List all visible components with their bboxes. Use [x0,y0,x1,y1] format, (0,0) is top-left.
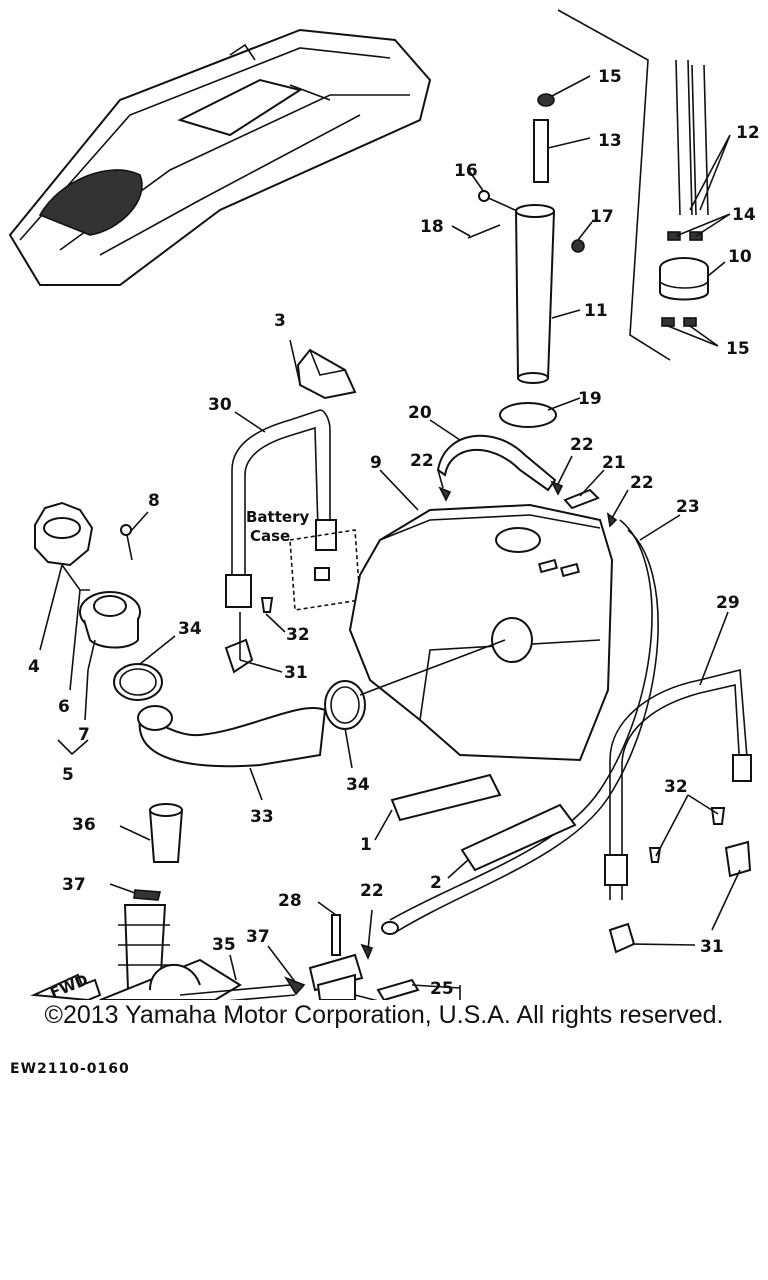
callout-31-b: 31 [700,937,724,957]
callout-16: 16 [454,161,478,181]
callout-14: 14 [732,205,756,225]
callout-22-c: 22 [630,473,654,493]
callout-18: 18 [420,217,444,237]
callout-37-a: 37 [62,875,86,895]
callout-34-a: 34 [178,619,202,639]
leader-lines [39,75,741,1000]
callout-29: 29 [716,593,740,613]
callout-1: 1 [360,835,372,855]
callout-22-d: 22 [360,881,384,901]
callout-8: 8 [148,491,160,511]
callout-37-b: 37 [246,927,270,947]
part-13-rod [533,119,549,183]
callout-6: 6 [58,697,70,717]
assembly-bracket-line [557,9,671,361]
callout-32-b: 32 [664,777,688,797]
callout-36: 36 [72,815,96,835]
callout-15-lower: 15 [726,339,750,359]
part-35-hose [179,984,291,996]
part-33-filler-hose [137,705,327,768]
callout-17: 17 [590,207,614,227]
part-37-clip [133,889,162,901]
callout-3: 3 [274,311,286,331]
callout-22-a: 22 [410,451,434,471]
callout-22-b: 22 [570,435,594,455]
callout-21: 21 [602,453,626,473]
part-29-strap [604,668,752,900]
part-24-fuel-filter [308,953,364,1000]
callout-15: 15 [598,67,622,87]
callout-12: 12 [736,123,760,143]
callout-32-a: 32 [286,625,310,645]
part-22-clip [438,486,452,502]
copyright-notice: ©2013 Yamaha Motor Corporation, U.S.A. A… [44,1001,724,1029]
part-15-cap [537,93,555,107]
callout-numbers: 15 13 12 16 17 18 14 10 11 15 3 30 19 20… [28,67,760,999]
callout-13: 13 [598,131,622,151]
part-3-bracket [296,348,357,400]
callout-25: 25 [430,979,454,999]
part-5-filler-neck [79,591,141,649]
part-10-valve [659,257,709,301]
callout-31-a: 31 [284,663,308,683]
part-11-filler-tube [514,204,556,384]
callout-7: 7 [78,725,90,745]
part-20-hose [436,434,557,492]
callout-23: 23 [676,497,700,517]
callout-34-b: 34 [346,775,370,795]
callout-2: 2 [430,873,442,893]
callout-9: 9 [370,453,382,473]
callout-28: 28 [278,891,302,911]
steering-assembly [99,904,242,1000]
part-18-screw [467,224,501,239]
callout-5: 5 [62,765,74,785]
callout-11: 11 [584,301,608,321]
diagram-lower-overlay [0,0,768,1000]
part-23-hose [389,519,653,921]
watercraft-illustration [8,28,432,286]
part-25-bracket [376,978,420,1000]
callout-10: 10 [728,247,752,267]
part-19-band [499,402,557,428]
fuel-tank-exploded-diagram: Battery Case [8,9,760,1000]
callout-30: 30 [208,395,232,415]
case-label: Case [250,527,290,545]
drawing-code: EW2110-0160 [10,1061,130,1077]
fuel-tank [348,503,614,762]
assembly-line-34 [359,639,506,696]
battery-label: Battery [246,508,309,526]
diagram-footer-area: EW2110-0160 [10,1061,130,1077]
part-1-pad [390,773,502,822]
part-14-clamp [667,231,681,241]
part-28-fitting [331,914,341,956]
callout-19: 19 [578,389,602,409]
part-2-pad [460,803,577,872]
callout-35: 35 [212,935,236,955]
part-4-filler-cap [34,501,94,567]
callout-20: 20 [408,403,432,423]
callout-4: 4 [28,657,40,677]
callout-33: 33 [250,807,274,827]
part-36-damper [148,803,184,863]
part-7-screw [87,639,96,671]
